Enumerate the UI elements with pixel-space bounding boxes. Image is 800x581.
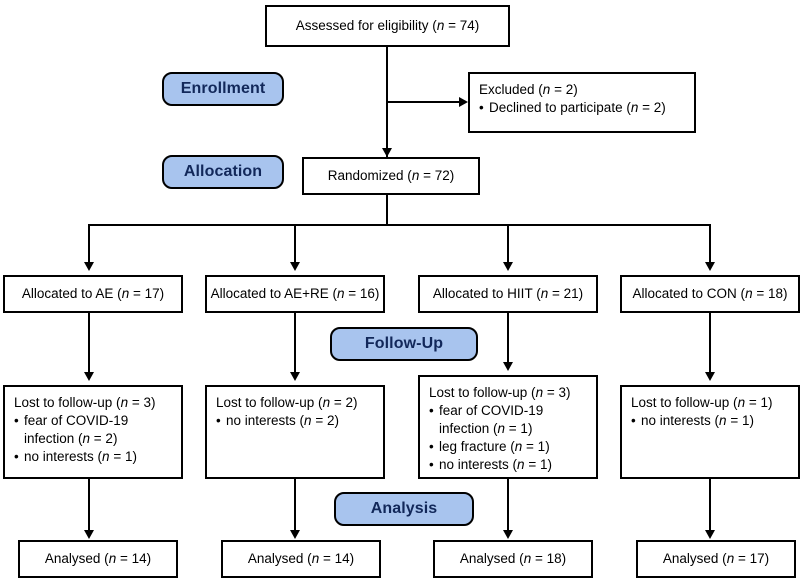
excluded-reason-list: Declined to participate (n = 2) bbox=[479, 99, 686, 117]
arrow-allocated-to-lost-arm-3 bbox=[503, 362, 513, 371]
analysed-box-arm-1: Analysed (n = 14) bbox=[18, 540, 178, 578]
arrow-allocated-to-lost-arm-2 bbox=[290, 372, 300, 381]
list-item: no interests (n = 1) bbox=[631, 412, 790, 430]
allocated-box-arm-4: Allocated to CON (n = 18) bbox=[620, 275, 800, 313]
lost-title-arm-4: Lost to follow-up (n = 1) bbox=[631, 395, 773, 410]
connector-drop-arm-1 bbox=[88, 224, 90, 266]
stage-badge-enrollment-label: Enrollment bbox=[180, 80, 266, 97]
lost-title-arm-3: Lost to follow-up (n = 3) bbox=[429, 385, 571, 400]
arrow-lost-to-analysed-arm-4 bbox=[705, 530, 715, 539]
assessed-for-eligibility-text: Assessed for eligibility (n = 74) bbox=[295, 18, 480, 34]
connector-drop-arm-4 bbox=[709, 224, 711, 266]
analysed-box-arm-3: Analysed (n = 18) bbox=[433, 540, 593, 578]
lost-to-followup-box-arm-2: Lost to follow-up (n = 2) no interests (… bbox=[205, 385, 385, 479]
connector-drop-arm-3 bbox=[507, 224, 509, 266]
lost-title-arm-1: Lost to follow-up (n = 3) bbox=[14, 395, 156, 410]
list-item: leg fracture (n = 1) bbox=[429, 438, 588, 456]
analysed-text-arm-2: Analysed (n = 14) bbox=[247, 551, 355, 567]
assessed-for-eligibility-box: Assessed for eligibility (n = 74) bbox=[265, 5, 510, 47]
stage-badge-analysis-label: Analysis bbox=[370, 500, 438, 517]
analysed-text-arm-4: Analysed (n = 17) bbox=[662, 551, 770, 567]
randomized-text: Randomized (n = 72) bbox=[327, 168, 455, 184]
allocated-text-arm-1: Allocated to AE (n = 17) bbox=[21, 286, 165, 302]
stage-badge-allocation: Allocation bbox=[162, 155, 284, 189]
lost-to-followup-box-arm-4: Lost to follow-up (n = 1) no interests (… bbox=[620, 385, 800, 479]
arrow-drop-arm-3 bbox=[503, 262, 513, 271]
randomized-box: Randomized (n = 72) bbox=[302, 157, 480, 195]
connector-to-excluded bbox=[386, 101, 459, 103]
allocated-box-arm-2: Allocated to AE+RE (n = 16) bbox=[205, 275, 385, 313]
arrow-allocated-to-lost-arm-4 bbox=[705, 372, 715, 381]
list-item: no interests (n = 2) bbox=[216, 412, 375, 430]
connector-lost-to-analysed-arm-2 bbox=[294, 479, 296, 534]
arrow-lost-to-analysed-arm-2 bbox=[290, 530, 300, 539]
stage-badge-analysis: Analysis bbox=[334, 492, 474, 526]
lost-reason-list-arm-4: no interests (n = 1) bbox=[631, 412, 790, 430]
connector-lost-to-analysed-arm-3 bbox=[507, 479, 509, 534]
arrow-to-excluded bbox=[459, 97, 468, 107]
lost-reason-list-arm-2: no interests (n = 2) bbox=[216, 412, 375, 430]
connector-randomized-down bbox=[386, 195, 388, 225]
stage-badge-allocation-label: Allocation bbox=[183, 163, 263, 180]
arrow-allocated-to-lost-arm-1 bbox=[84, 372, 94, 381]
excluded-box: Excluded (n = 2) Declined to participate… bbox=[468, 72, 696, 133]
arrow-drop-arm-4 bbox=[705, 262, 715, 271]
analysed-box-arm-2: Analysed (n = 14) bbox=[221, 540, 381, 578]
connector-lost-to-analysed-arm-1 bbox=[88, 479, 90, 534]
connector-allocated-to-lost-arm-2 bbox=[294, 313, 296, 376]
connector-allocated-to-lost-arm-3 bbox=[507, 313, 509, 366]
stage-badge-followup: Follow-Up bbox=[330, 327, 478, 361]
arrow-assessed-to-randomized bbox=[382, 148, 392, 157]
allocated-box-arm-3: Allocated to HIIT (n = 21) bbox=[418, 275, 598, 313]
analysed-box-arm-4: Analysed (n = 17) bbox=[636, 540, 796, 578]
connector-drop-arm-2 bbox=[294, 224, 296, 266]
lost-title-arm-2: Lost to follow-up (n = 2) bbox=[216, 395, 358, 410]
analysed-text-arm-3: Analysed (n = 18) bbox=[459, 551, 567, 567]
list-item: Declined to participate (n = 2) bbox=[479, 99, 686, 117]
list-item: no interests (n = 1) bbox=[429, 456, 588, 474]
allocated-text-arm-2: Allocated to AE+RE (n = 16) bbox=[210, 286, 380, 302]
arrow-lost-to-analysed-arm-3 bbox=[503, 530, 513, 539]
allocated-text-arm-3: Allocated to HIIT (n = 21) bbox=[432, 286, 584, 302]
arrow-drop-arm-1 bbox=[84, 262, 94, 271]
allocated-box-arm-1: Allocated to AE (n = 17) bbox=[3, 275, 183, 313]
excluded-title: Excluded (n = 2) bbox=[479, 82, 578, 97]
connector-allocation-bus bbox=[88, 224, 710, 226]
lost-to-followup-box-arm-1: Lost to follow-up (n = 3) fear of COVID-… bbox=[3, 385, 183, 479]
connector-lost-to-analysed-arm-4 bbox=[709, 479, 711, 534]
analysed-text-arm-1: Analysed (n = 14) bbox=[44, 551, 152, 567]
arrow-lost-to-analysed-arm-1 bbox=[84, 530, 94, 539]
lost-to-followup-box-arm-3: Lost to follow-up (n = 3) fear of COVID-… bbox=[418, 375, 598, 479]
connector-allocated-to-lost-arm-1 bbox=[88, 313, 90, 376]
arrow-drop-arm-2 bbox=[290, 262, 300, 271]
stage-badge-enrollment: Enrollment bbox=[162, 72, 284, 106]
allocated-text-arm-4: Allocated to CON (n = 18) bbox=[632, 286, 788, 302]
list-item: no interests (n = 1) bbox=[14, 448, 173, 466]
connector-allocated-to-lost-arm-4 bbox=[709, 313, 711, 376]
stage-badge-followup-label: Follow-Up bbox=[364, 335, 444, 352]
